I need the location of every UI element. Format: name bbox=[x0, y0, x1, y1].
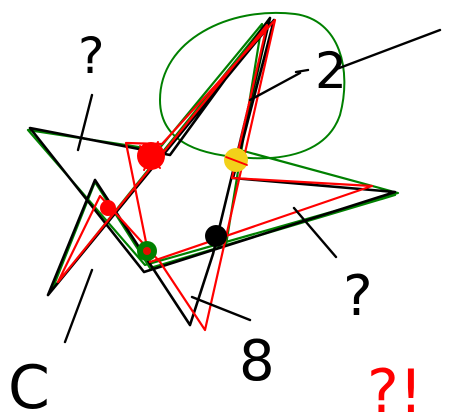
label-bottom-right: ?! bbox=[367, 357, 423, 412]
dot-red-large bbox=[137, 142, 165, 170]
dot-red-small bbox=[100, 200, 116, 216]
sketch-line-top-right bbox=[334, 30, 440, 70]
label-bottom-middle: 8 bbox=[239, 329, 275, 394]
label-right: ? bbox=[343, 264, 373, 329]
label-top-right: 2 bbox=[315, 42, 347, 100]
dot-green bbox=[137, 241, 157, 261]
label-bottom-left: C bbox=[8, 353, 50, 412]
label-top-left: ? bbox=[78, 27, 105, 85]
dot-yellow bbox=[224, 148, 248, 172]
dot-black bbox=[205, 225, 227, 247]
sketch-line-bottom-left bbox=[65, 270, 92, 342]
sketch-line-top-left bbox=[78, 95, 92, 150]
sketch-line-bottom-mid bbox=[192, 297, 250, 320]
